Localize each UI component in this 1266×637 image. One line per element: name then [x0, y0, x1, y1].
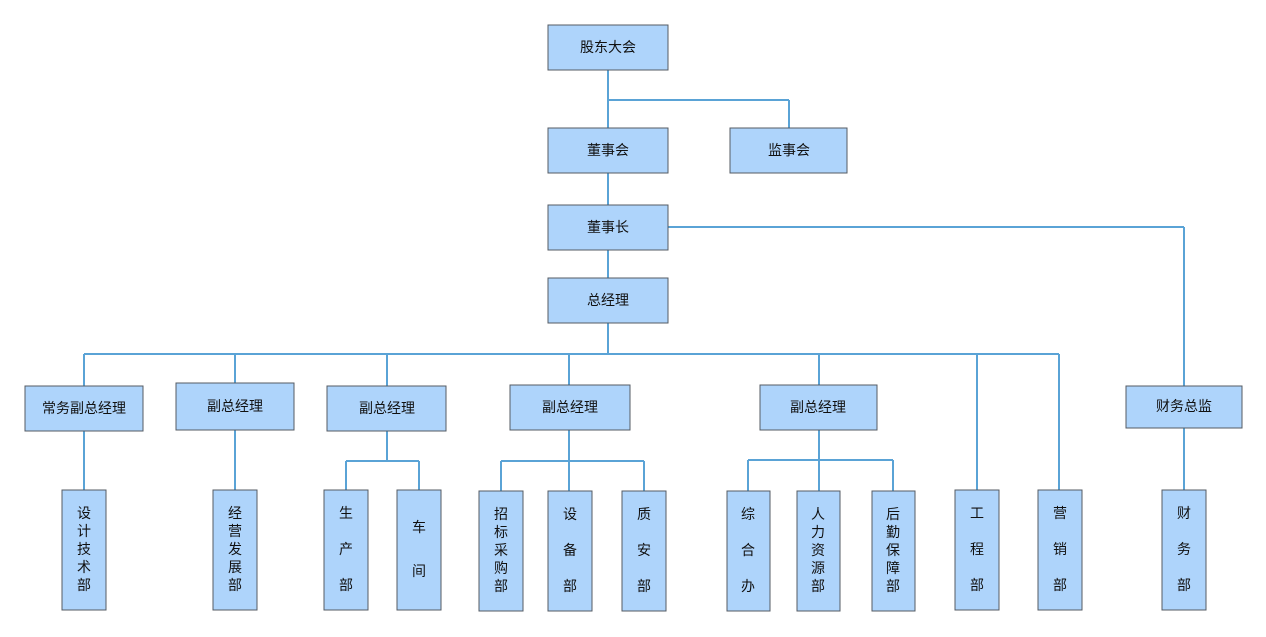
- node-label-char: 招: [494, 507, 508, 523]
- node-label: 生产部: [339, 506, 353, 594]
- node-vp-3: 副总经理: [509, 384, 631, 431]
- node-label: 财务总监: [1156, 399, 1212, 415]
- node-label-char: 设: [77, 506, 91, 522]
- node-label-char: 间: [412, 564, 426, 580]
- node-label-char: 设: [563, 507, 577, 523]
- node-label-char: 技: [77, 542, 91, 558]
- node-label-char: 障: [886, 561, 900, 577]
- node-label: 董事长: [587, 220, 629, 236]
- node-dept-design: 设计技术部: [61, 489, 107, 611]
- node-label: 人力资源部: [811, 507, 825, 595]
- node-label-char: 力: [811, 525, 825, 541]
- node-label-char: 部: [494, 579, 508, 595]
- node-label-char: 勤: [886, 525, 900, 541]
- node-label-char: 标: [494, 525, 508, 541]
- node-label: 常务副总经理: [42, 401, 126, 417]
- node-vp-1: 副总经理: [175, 382, 295, 431]
- node-shareholders: 股东大会: [547, 24, 669, 71]
- node-label: 后勤保障部: [886, 507, 900, 595]
- node-label: 质安部: [637, 507, 651, 595]
- node-label-char: 后: [886, 507, 900, 523]
- node-label: 工程部: [970, 506, 984, 594]
- node-chairman: 董事长: [547, 204, 669, 251]
- node-label-char: 办: [741, 579, 755, 595]
- node-label: 副总经理: [207, 399, 263, 415]
- node-label: 设计技术部: [77, 506, 91, 594]
- node-vp-2: 副总经理: [326, 385, 447, 432]
- node-label-char: 产: [339, 542, 353, 558]
- node-label-char: 财: [1177, 506, 1191, 522]
- node-label-char: 展: [228, 560, 242, 576]
- node-label-char: 部: [811, 579, 825, 595]
- node-label-char: 采: [494, 543, 508, 559]
- node-label-char: 营: [1053, 506, 1067, 522]
- node-dept-equipment: 设备部: [547, 490, 593, 612]
- node-dept-procurement: 招标采购部: [478, 490, 524, 612]
- node-cfo: 财务总监: [1125, 385, 1243, 429]
- node-label: 招标采购部: [494, 507, 508, 595]
- node-board: 董事会: [547, 127, 669, 174]
- node-label: 财务部: [1177, 506, 1191, 594]
- node-dept-production: 生产部: [323, 489, 369, 611]
- node-label: 总经理: [587, 293, 629, 309]
- node-label: 董事会: [587, 143, 629, 159]
- node-label-char: 部: [563, 579, 577, 595]
- node-label-char: 工: [970, 506, 984, 522]
- node-label-char: 销: [1053, 542, 1067, 558]
- node-label-char: 经: [228, 506, 242, 522]
- node-label: 车间: [412, 519, 426, 580]
- node-label-char: 术: [77, 560, 91, 576]
- node-label-char: 安: [637, 543, 651, 559]
- node-general-manager: 总经理: [547, 277, 669, 324]
- node-dept-office: 综合办: [726, 490, 771, 612]
- node-label: 副总经理: [542, 400, 598, 416]
- node-label-char: 生: [339, 506, 353, 522]
- node-label: 经营发展部: [228, 506, 242, 594]
- node-dept-quality: 质安部: [621, 490, 667, 612]
- node-label-char: 部: [339, 578, 353, 594]
- node-label-char: 部: [886, 579, 900, 595]
- node-dept-finance: 财务部: [1161, 489, 1207, 611]
- node-label-char: 部: [1053, 578, 1067, 594]
- node-label-char: 计: [77, 524, 91, 540]
- node-label: 营销部: [1053, 506, 1067, 594]
- node-dept-marketing: 营销部: [1037, 489, 1083, 611]
- node-label-char: 务: [1177, 542, 1191, 558]
- node-label-char: 发: [228, 542, 242, 558]
- node-label-char: 部: [637, 579, 651, 595]
- node-label: 股东大会: [580, 40, 636, 56]
- node-vp-4: 副总经理: [759, 384, 878, 431]
- node-label-char: 车: [412, 519, 426, 536]
- node-dept-bizdev: 经营发展部: [212, 489, 258, 611]
- node-label-char: 营: [228, 524, 242, 540]
- node-label-char: 部: [1177, 578, 1191, 594]
- node-executive-vp: 常务副总经理: [24, 385, 144, 432]
- node-label-char: 源: [811, 561, 825, 577]
- node-label-char: 购: [494, 561, 508, 577]
- node-label-char: 综: [741, 507, 755, 523]
- node-label-char: 人: [811, 507, 825, 523]
- node-label-char: 保: [886, 543, 900, 559]
- nodes: 股东大会 董事会 监事会 董事长 总经理 常务副总经理 副总经理: [24, 24, 1243, 612]
- node-dept-workshop: 车间: [396, 489, 442, 611]
- node-label-char: 部: [228, 578, 242, 594]
- connectors: [83, 70, 1185, 491]
- node-label: 副总经理: [790, 400, 846, 416]
- node-dept-hr: 人力资源部: [796, 490, 841, 612]
- node-label-char: 质: [637, 507, 651, 523]
- node-dept-engineering: 工程部: [954, 489, 1000, 611]
- node-label-char: 部: [77, 578, 91, 594]
- node-label-char: 程: [970, 542, 984, 558]
- node-label-char: 备: [563, 542, 577, 559]
- node-supervisory: 监事会: [729, 127, 848, 174]
- node-label-char: 资: [811, 543, 825, 559]
- node-dept-logistics: 后勤保障部: [871, 490, 916, 612]
- node-label-char: 合: [741, 543, 755, 559]
- node-label: 设备部: [563, 507, 577, 595]
- node-label-char: 部: [970, 578, 984, 594]
- node-label: 副总经理: [359, 401, 415, 417]
- node-label: 综合办: [741, 507, 755, 595]
- node-label: 监事会: [768, 143, 810, 159]
